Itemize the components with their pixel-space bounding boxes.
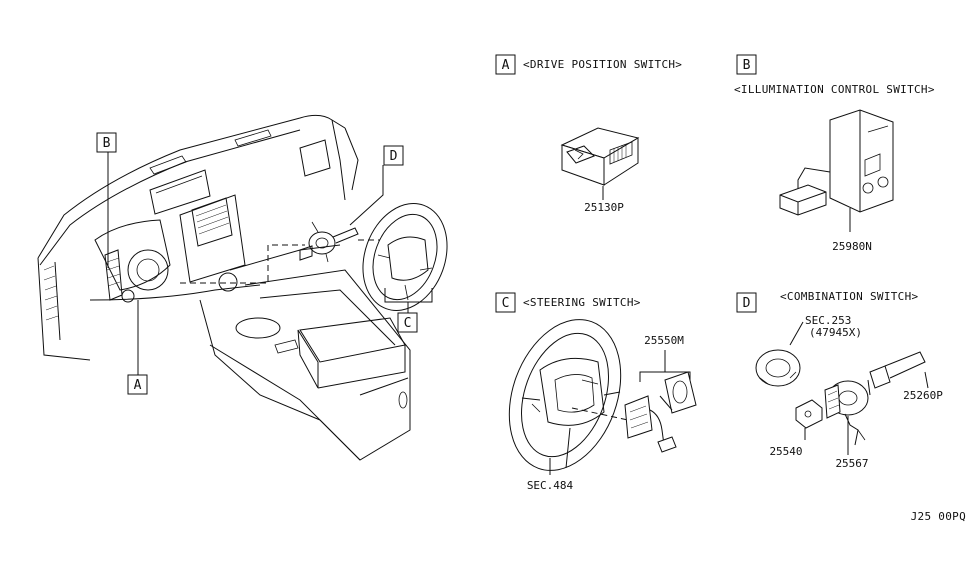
callout-d: D [383, 145, 404, 166]
drive-position-switch-part [560, 127, 640, 186]
part-25980n-label: 25980N [832, 240, 872, 253]
steering-switch-part [624, 371, 697, 453]
part-25130p-label: 25130P [584, 201, 624, 214]
section-d-title: <COMBINATION SWITCH> [780, 290, 919, 303]
part-25567-label: 25567 [835, 457, 868, 470]
callout-a: A [127, 374, 148, 395]
section-b: B <ILLUMINATION CONTROL SWITCH> 25980N [734, 54, 935, 253]
spiral-cable-part [755, 349, 801, 387]
section-d: D <COMBINATION SWITCH> SEC.253 (47945X) … [736, 290, 943, 470]
leader-dashed-dash [180, 244, 305, 284]
leader-d [349, 165, 384, 226]
section-c: C <STEERING SWITCH> SEC.484 25550M [495, 292, 697, 492]
part-25550m-label: 25550M [644, 334, 684, 347]
callout-a-label: A [134, 378, 142, 393]
diagram-code: J25 00PQ [911, 510, 966, 523]
section-b-letter: B [743, 58, 751, 73]
steering-wheel-part [508, 319, 622, 471]
combination-switch-overview [299, 221, 359, 263]
section-d-letter: D [743, 296, 751, 311]
leader-c-bracket [384, 288, 433, 303]
steering-wheel-overview [362, 203, 448, 311]
part-47945x-label: (47945X) [809, 326, 862, 339]
part-25540-label: 25540 [769, 445, 802, 458]
callout-c-label: C [404, 316, 412, 331]
section-c-title: <STEERING SWITCH> [523, 296, 641, 309]
illumination-control-switch-part [779, 109, 894, 216]
sec-484-label: SEC.484 [527, 479, 574, 492]
part-25260p-label: 25260P [903, 389, 943, 402]
section-a-letter: A [502, 58, 510, 73]
callout-b: B [96, 132, 117, 153]
switch-25540-part [795, 399, 823, 429]
callout-c: C [397, 312, 418, 333]
callout-b-label: B [103, 136, 111, 151]
section-c-letter: C [502, 296, 510, 311]
callout-d-label: D [390, 149, 398, 164]
leader-sec253 [789, 321, 804, 346]
section-a: A <DRIVE POSITION SWITCH> 25130P [495, 54, 682, 214]
combination-switch-part [824, 351, 926, 446]
dashboard-illustration [37, 114, 411, 461]
section-b-title: <ILLUMINATION CONTROL SWITCH> [734, 83, 935, 96]
leader-25260p [924, 371, 929, 389]
section-a-title: <DRIVE POSITION SWITCH> [523, 58, 682, 71]
sec-253-label: SEC.253 [805, 314, 851, 327]
